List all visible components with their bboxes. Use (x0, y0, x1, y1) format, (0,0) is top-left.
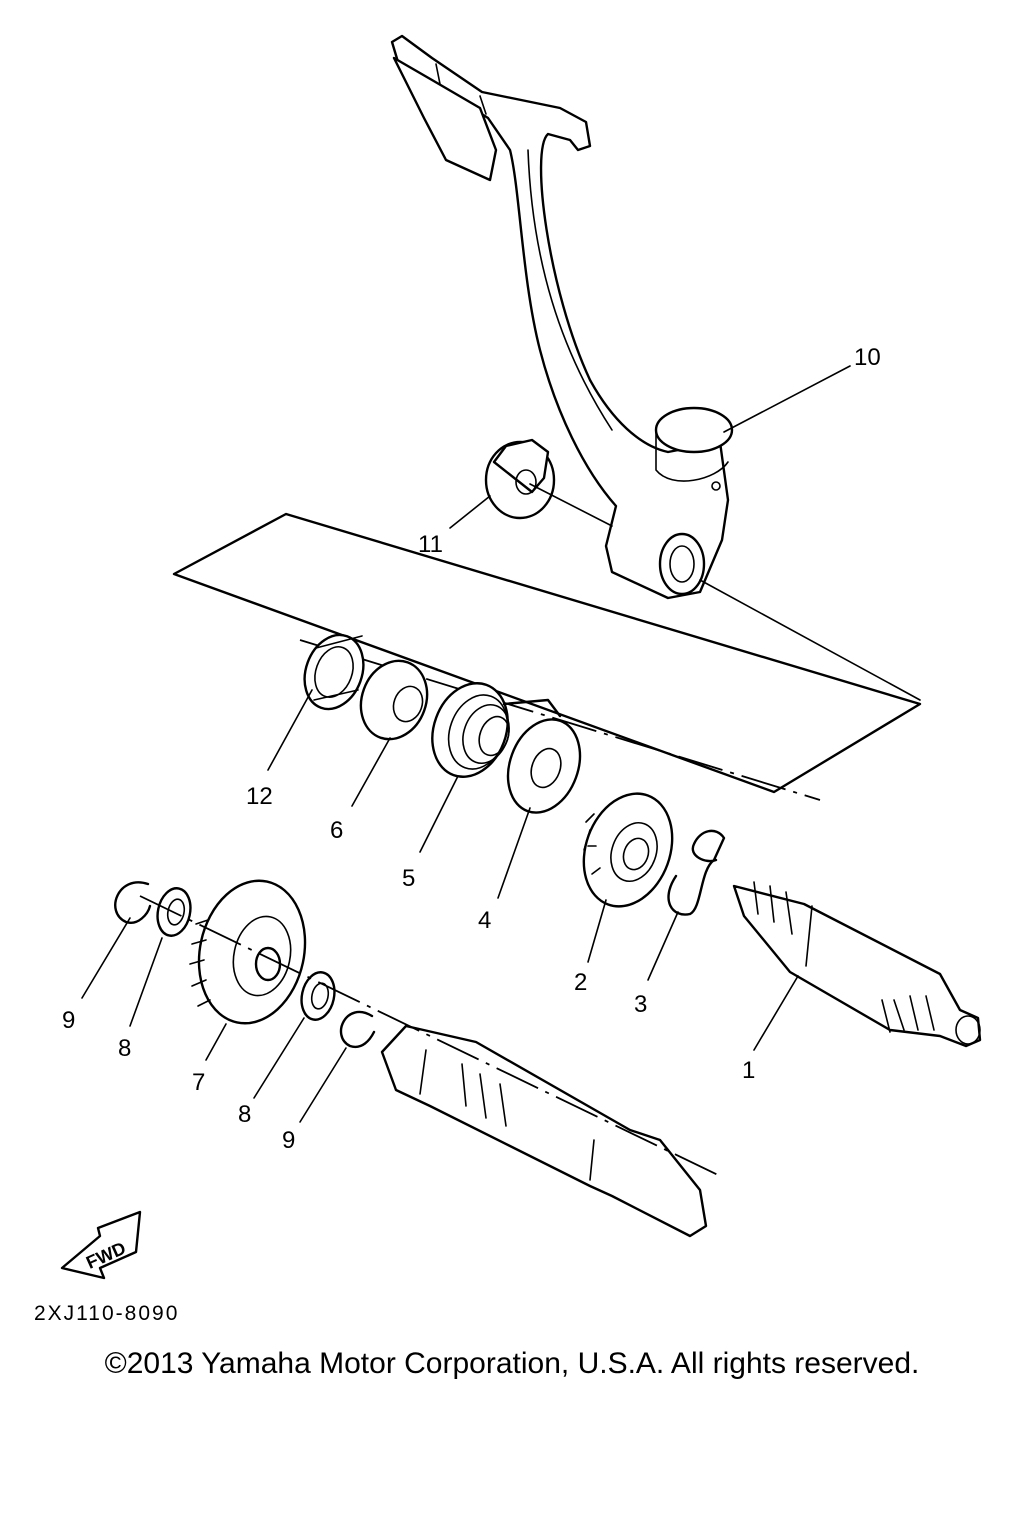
circlip-upper (114, 881, 152, 924)
diagram-code: 2XJ110-8090 (34, 1302, 179, 1325)
callout-1: 1 (742, 1057, 755, 1084)
washer-lower (300, 971, 336, 1021)
callout-12: 12 (246, 783, 273, 810)
main-shaft (380, 1024, 708, 1238)
callout-7: 7 (192, 1069, 205, 1096)
forward-arrow-icon: FWD (60, 1210, 142, 1280)
kick-axle-shaft (732, 881, 982, 1048)
assembly-group-frame (172, 512, 922, 794)
callout-8-upper: 8 (118, 1035, 131, 1062)
callout-11: 11 (418, 531, 443, 558)
torsion-spring (431, 682, 562, 778)
callout-10: 10 (854, 344, 881, 371)
circlip-lower (339, 1010, 376, 1049)
kick-crank-arm (390, 34, 734, 600)
callout-4: 4 (478, 907, 491, 934)
callout-9-lower: 9 (282, 1127, 295, 1154)
kick-idle-gear (189, 879, 307, 1025)
boss-nut-washer (484, 438, 556, 520)
spring-guide-washer (506, 718, 582, 814)
ratchet-wheel (582, 792, 674, 908)
leader-lines (81, 365, 851, 1123)
copyright-notice: ©2013 Yamaha Motor Corporation, U.S.A. A… (104, 1347, 920, 1380)
shaft-centerline-upper (529, 483, 921, 701)
spring-stopper-cover (359, 659, 429, 741)
callout-6: 6 (330, 817, 343, 844)
oil-seal (303, 633, 365, 711)
shaft-centerline-lower (139, 895, 721, 1177)
callout-9-upper: 9 (62, 1007, 75, 1034)
kick-clip (667, 829, 726, 916)
callout-3: 3 (634, 991, 647, 1018)
callout-5: 5 (402, 865, 415, 892)
callout-2: 2 (574, 969, 587, 996)
callout-8-lower: 8 (238, 1101, 251, 1128)
